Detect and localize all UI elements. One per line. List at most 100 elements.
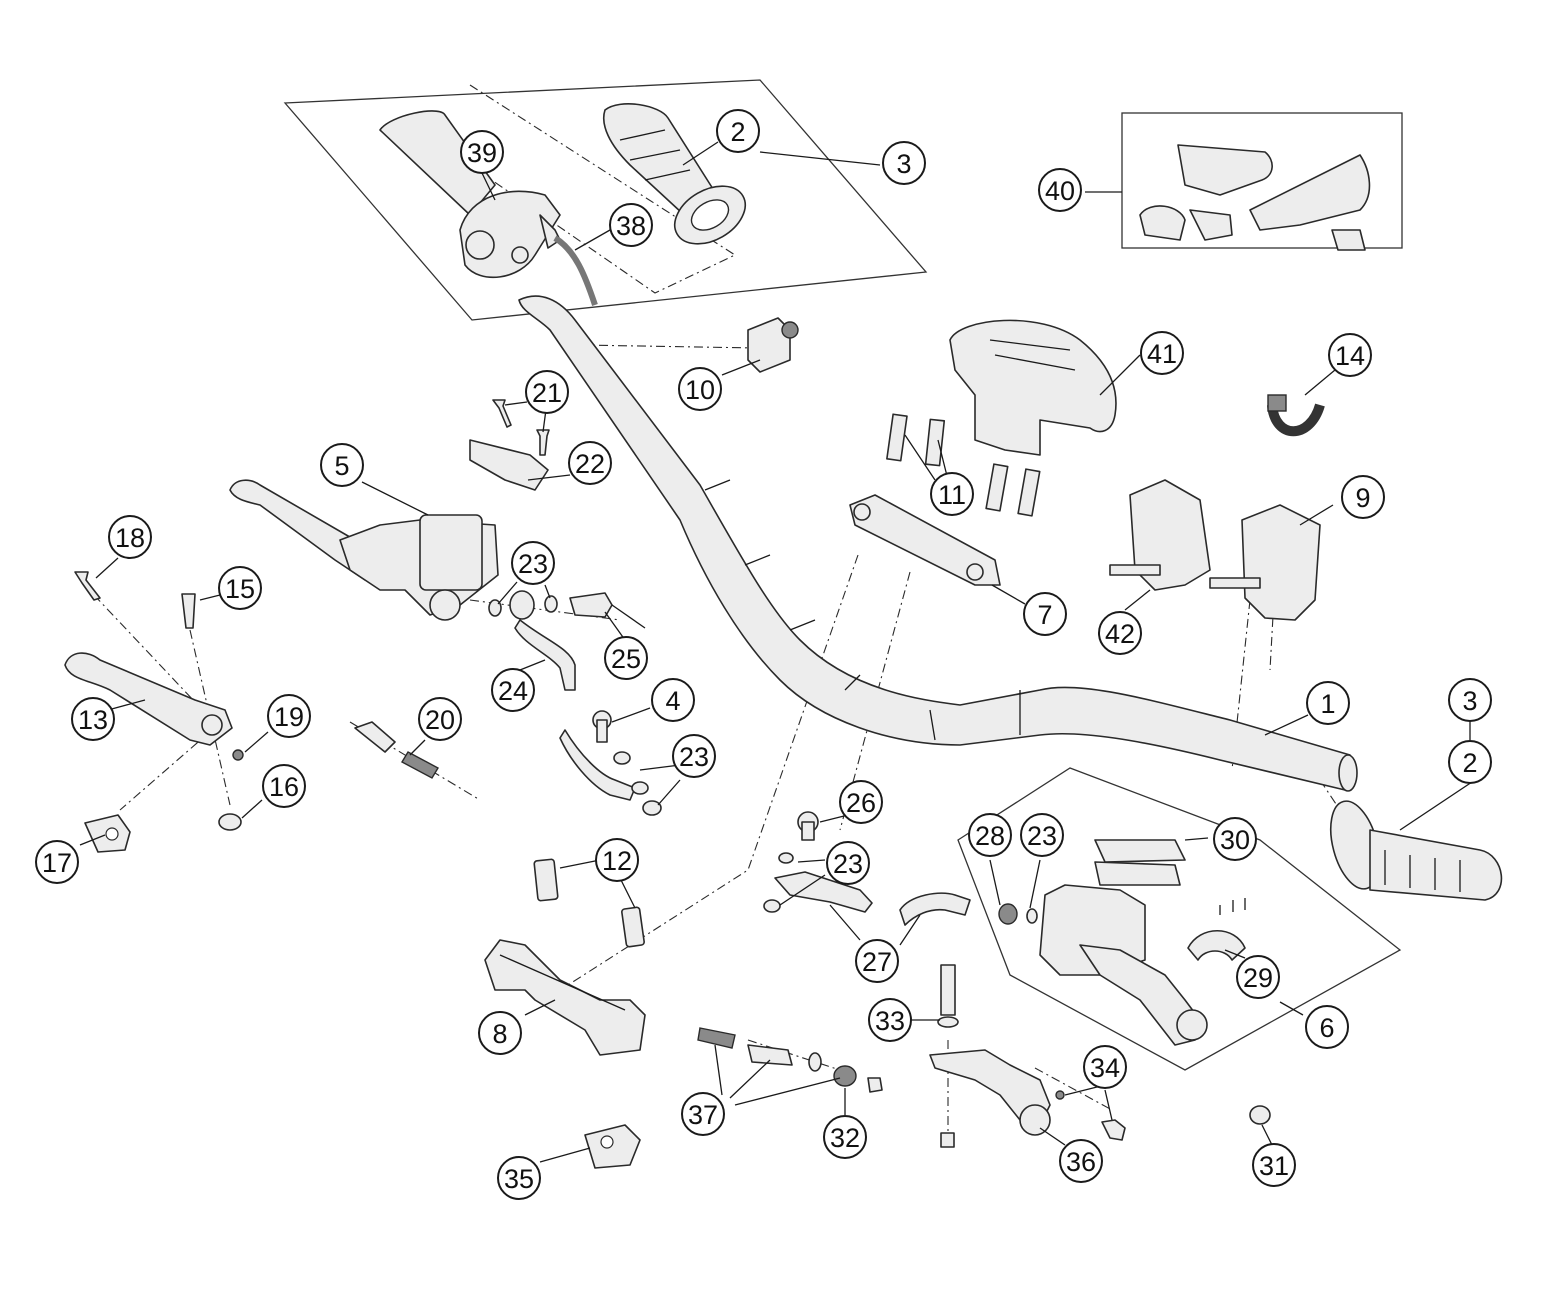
callout-number: 22 [575, 449, 605, 479]
callout-circle [604, 636, 648, 680]
callout-number: 23 [833, 849, 863, 879]
adjuster-20 [354, 721, 439, 779]
callout-number: 13 [78, 705, 108, 735]
callout-c36: 36 [1059, 1139, 1103, 1183]
callout-c13: 13 [71, 697, 115, 741]
callout-number: 12 [602, 846, 632, 876]
callout-circle [320, 443, 364, 487]
right-grip-top [603, 103, 747, 245]
callout-number: 26 [846, 788, 876, 818]
callout-number: 2 [730, 117, 745, 147]
lever-13 [64, 652, 233, 746]
callout-c32: 32 [823, 1115, 867, 1159]
callout-c14: 14 [1328, 333, 1372, 377]
callout-circle [716, 109, 760, 153]
callout-number: 36 [1066, 1147, 1096, 1177]
callout-c6: 6 [1305, 1005, 1349, 1049]
callout-c2b: 2 [1448, 740, 1492, 784]
callout-number: 19 [274, 702, 304, 732]
callout-number: 2 [1462, 748, 1477, 778]
callout-c8: 8 [478, 1011, 522, 1055]
callout-circle [1213, 817, 1257, 861]
callout-number: 16 [269, 772, 299, 802]
callout-number: 10 [685, 375, 715, 405]
callout-c27: 27 [855, 939, 899, 983]
callout-c39: 39 [460, 130, 504, 174]
screw-34 [1055, 1090, 1126, 1141]
callout-number: 11 [938, 480, 966, 510]
callout-number: 17 [42, 848, 72, 878]
callout-number: 34 [1090, 1053, 1120, 1083]
callout-circle [1083, 1045, 1127, 1089]
callout-circle [1236, 955, 1280, 999]
callout-number: 39 [467, 138, 497, 168]
callout-circle [1020, 813, 1064, 857]
banjo-bolt-26 [797, 811, 819, 841]
callout-circle [882, 141, 926, 185]
throttle-assembly-frame [283, 79, 928, 321]
callout-number: 33 [875, 1006, 905, 1036]
callout-number: 8 [492, 1019, 507, 1049]
callout-c23d: 23 [826, 841, 870, 885]
right-switch-9 [1209, 504, 1321, 621]
callout-c23c: 23 [1020, 813, 1064, 857]
callout-circle [267, 694, 311, 738]
callout-number: 37 [688, 1100, 718, 1130]
callout-c35: 35 [497, 1156, 541, 1200]
callout-circle [478, 1011, 522, 1055]
nut-16 [218, 813, 242, 831]
callout-circle [855, 939, 899, 983]
bolts-12 [533, 858, 645, 948]
callout-c23b: 23 [672, 734, 716, 778]
callout-c4: 4 [651, 678, 695, 722]
callout-circle [1448, 740, 1492, 784]
callout-circle [218, 566, 262, 610]
callout-c24: 24 [491, 668, 535, 712]
callout-number: 3 [896, 149, 911, 179]
callout-circle [262, 764, 306, 808]
callout-number: 40 [1045, 176, 1075, 206]
callout-number: 15 [225, 574, 255, 604]
callout-c11: 11 [930, 472, 974, 516]
instrument-cluster [949, 319, 1117, 456]
screws-21 [492, 399, 550, 456]
callout-number: 27 [862, 947, 892, 977]
callout-circle [35, 840, 79, 884]
callout-number: 29 [1243, 963, 1273, 993]
callout-c26: 26 [839, 780, 883, 824]
callout-circle [1098, 611, 1142, 655]
callout-circle [1448, 678, 1492, 722]
reservoir-cap-30 [1094, 839, 1186, 886]
clutch-master-cylinder [229, 479, 499, 621]
brake-master-cylinder-6 [1039, 884, 1208, 1046]
switch-part-10 [747, 317, 799, 373]
callout-circle [826, 841, 870, 885]
callout-number: 41 [1147, 339, 1177, 369]
brake-hose-27 [763, 852, 971, 926]
callout-c18: 18 [108, 515, 152, 559]
callout-c22: 22 [568, 441, 612, 485]
callout-number: 23 [679, 742, 709, 772]
callout-c33: 33 [868, 998, 912, 1042]
washers-23-upper [488, 590, 558, 620]
callout-number: 20 [425, 705, 455, 735]
callout-number: 31 [1259, 1151, 1289, 1181]
nut-31 [1249, 1105, 1271, 1125]
callout-c2a: 2 [716, 109, 760, 153]
callout-c12: 12 [595, 838, 639, 882]
handguard-kit-frame [1121, 112, 1403, 249]
banjo-bolt-4 [592, 710, 612, 743]
cable-tie [1267, 394, 1325, 437]
pin-15 [181, 593, 196, 629]
callout-circle [595, 838, 639, 882]
lower-clamp-8 [484, 939, 646, 1056]
callout-circle [525, 370, 569, 414]
handguard-kit [1139, 144, 1371, 251]
left-switch-42 [1109, 479, 1211, 591]
callout-circle [491, 668, 535, 712]
callout-c41: 41 [1140, 331, 1184, 375]
callout-c28: 28 [968, 813, 1012, 857]
callout-number: 18 [115, 523, 145, 553]
callout-c21: 21 [525, 370, 569, 414]
